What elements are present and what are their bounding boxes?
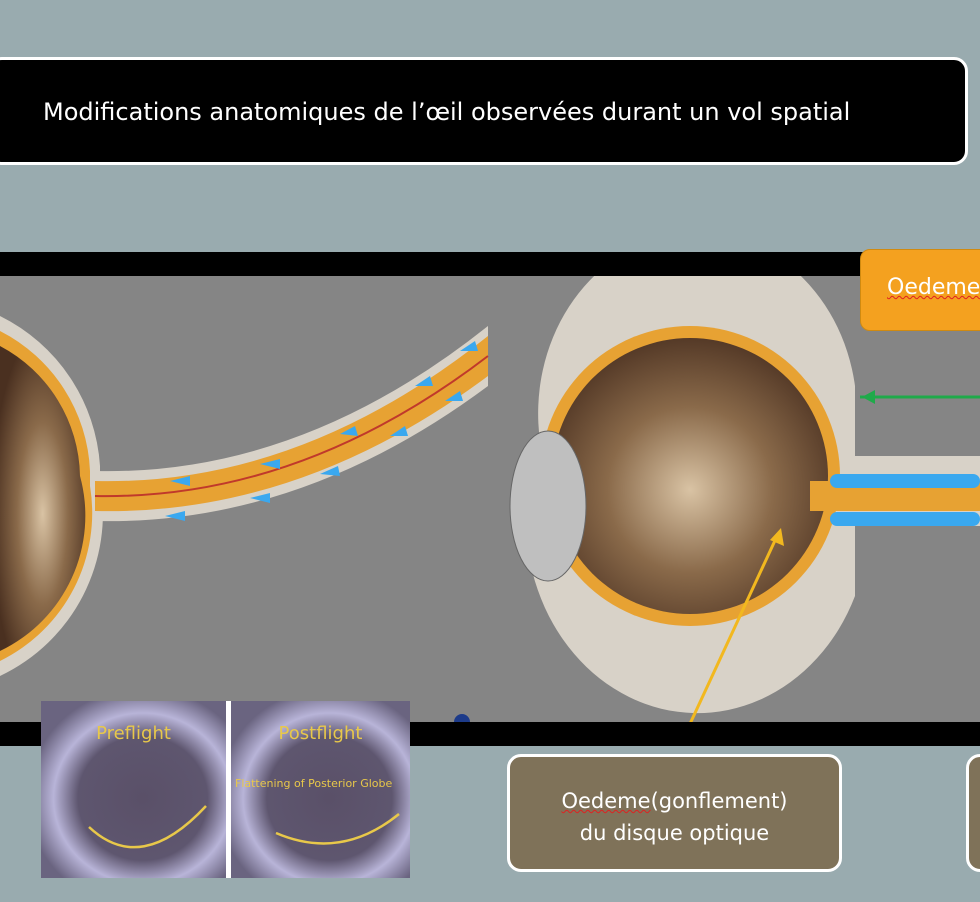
band-top [0,252,980,276]
callout-line1-term: Oedeme [561,789,651,813]
optic-disc-callout: Oedeme(gonflement) du disque optique [507,754,842,872]
partial-callout-box [966,754,980,872]
left-eye [0,316,489,676]
eye-illustration [0,276,980,722]
title-bar: Modifications anatomiques de l’œil obser… [0,57,968,165]
slide-title: Modifications anatomiques de l’œil obser… [43,98,851,126]
callout-line1-rest: (gonflement) [650,789,788,813]
mri-comparison: Preflight Postflight Flattening of Poste… [41,701,410,878]
right-eye [509,276,980,722]
oedeme-label: Oedeme [887,275,980,300]
nasa-logo [454,714,470,722]
postflight-label: Postflight [278,723,363,744]
mri-postflight: Postflight Flattening of Posterior Globe [231,701,410,878]
callout-line2: du disque optique [579,821,770,845]
flattening-annotation: Flattening of Posterior Globe [235,777,393,790]
oedeme-label-box: Oedeme [860,249,980,331]
preflight-label: Preflight [96,723,171,744]
mri-preflight: Preflight [41,701,226,878]
